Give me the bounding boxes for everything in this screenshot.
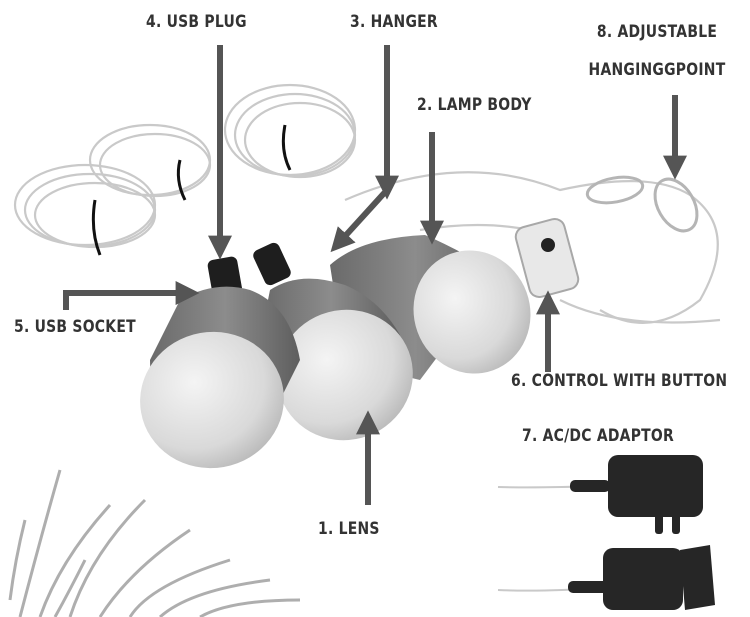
label-adjustable-line1: 8. ADJUSTABLE	[587, 22, 726, 42]
label-usb-socket: 5. USB SOCKET	[14, 317, 136, 337]
eu-adaptor	[498, 455, 703, 534]
arrow-hanger-diagonal	[337, 190, 387, 245]
label-hanger: 3. HANGER	[350, 12, 438, 32]
label-adjustable-line2: HANGINGGPOINT	[587, 60, 726, 80]
uk-adaptor	[498, 545, 715, 610]
arrow-usb-socket	[66, 293, 190, 310]
grass-decoration	[10, 470, 300, 617]
label-control: 6. CONTROL WITH BUTTON	[511, 371, 727, 391]
label-adaptor: 7. AC/DC ADAPTOR	[522, 426, 674, 446]
label-lens: 1. LENS	[318, 519, 380, 539]
label-lamp-body: 2. LAMP BODY	[417, 95, 532, 115]
label-usb-plug: 4. USB PLUG	[146, 12, 247, 32]
